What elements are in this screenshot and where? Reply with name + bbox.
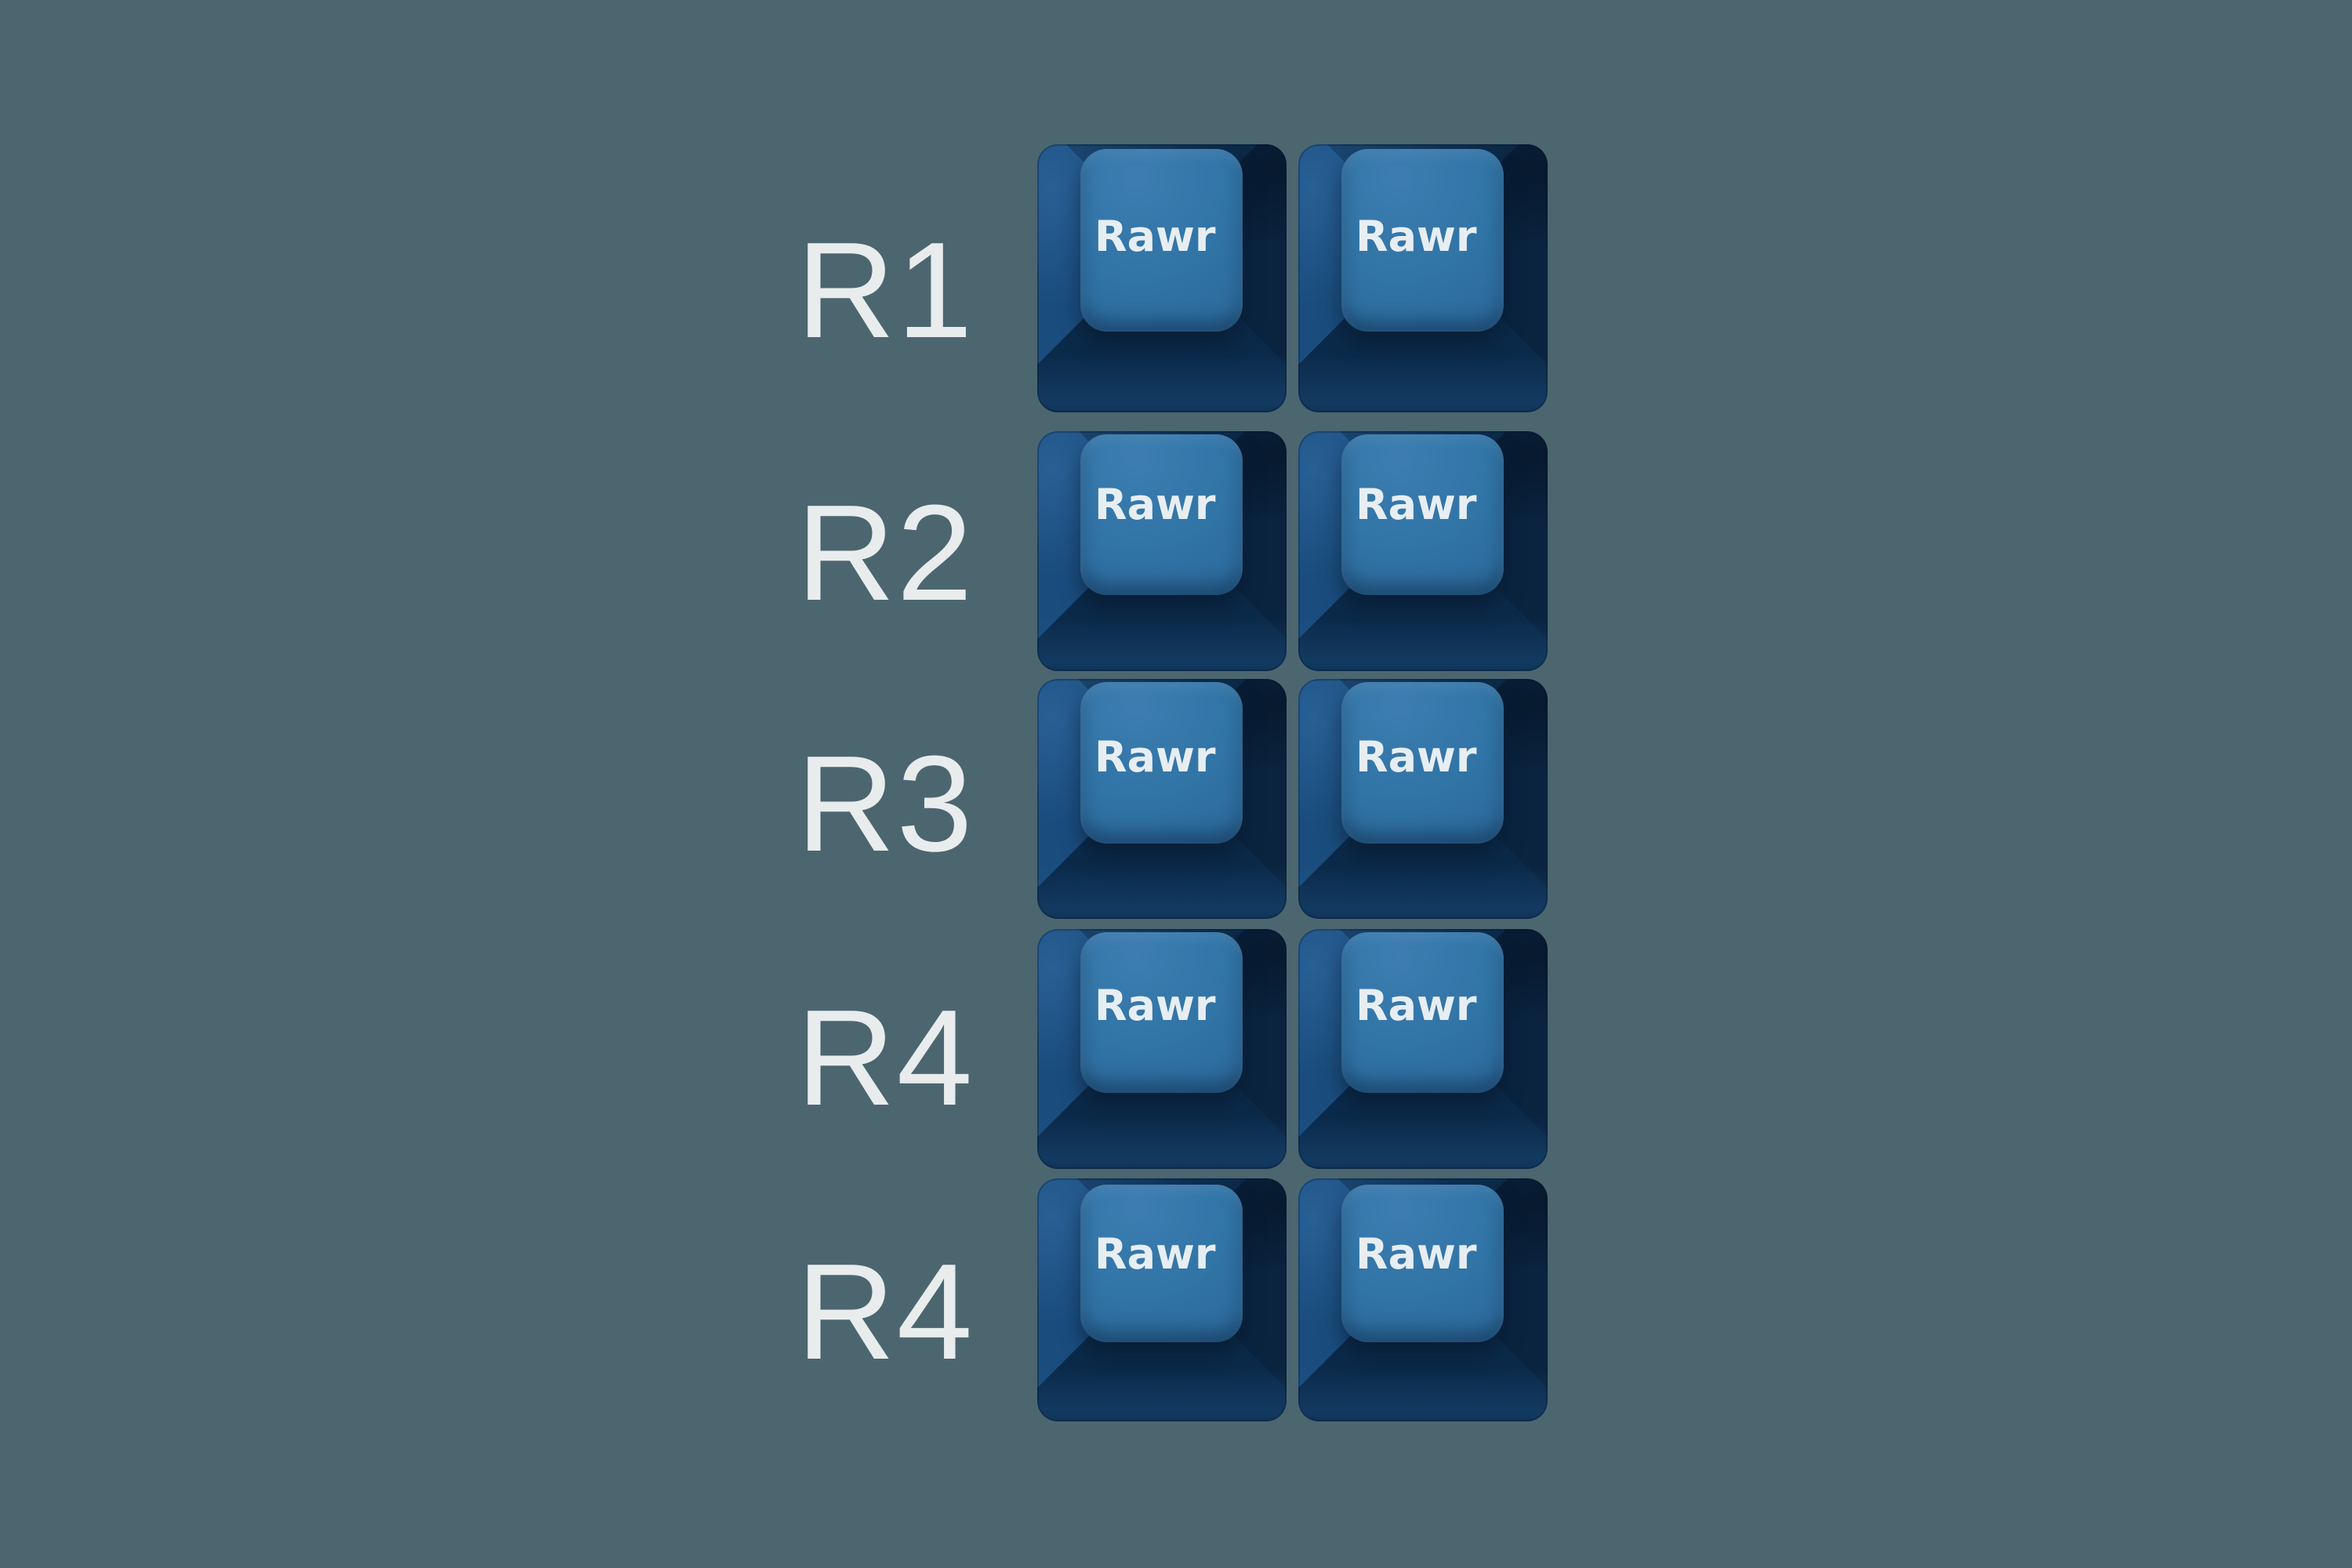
row-label: R4: [797, 1234, 975, 1388]
keycap-legend: Rawr: [1356, 981, 1477, 1030]
keycap-legend: Rawr: [1094, 981, 1216, 1030]
keycap-legend: Rawr: [1356, 732, 1477, 782]
keycap-top-face: Rawr: [1080, 149, 1243, 332]
keycap: Rawr: [1298, 1178, 1548, 1421]
keycap-top-face: Rawr: [1080, 434, 1243, 595]
row-label: R2: [797, 475, 975, 629]
keycap-top-face: Rawr: [1341, 1185, 1504, 1342]
keycap: Rawr: [1037, 144, 1287, 412]
row-label: R3: [797, 726, 975, 880]
keycap-legend: Rawr: [1356, 1229, 1477, 1279]
keycap-legend: Rawr: [1356, 480, 1477, 529]
keycap-top-face: Rawr: [1080, 932, 1243, 1093]
keycap-top-face: Rawr: [1341, 682, 1504, 844]
keycap-legend: Rawr: [1094, 732, 1216, 782]
keycap-legend: Rawr: [1356, 212, 1477, 261]
keycap: Rawr: [1298, 144, 1548, 412]
keycap: Rawr: [1037, 431, 1287, 671]
keycap-legend: Rawr: [1094, 212, 1216, 261]
keycap: Rawr: [1037, 929, 1287, 1169]
keycap-top-face: Rawr: [1341, 149, 1504, 332]
keycap: Rawr: [1037, 1178, 1287, 1421]
keycap-legend: Rawr: [1094, 480, 1216, 529]
keycap-top-face: Rawr: [1080, 682, 1243, 844]
keycap: Rawr: [1298, 929, 1548, 1169]
keycap: Rawr: [1298, 679, 1548, 919]
keycap-top-face: Rawr: [1080, 1185, 1243, 1342]
keycap-legend: Rawr: [1094, 1229, 1216, 1279]
keycap-top-face: Rawr: [1341, 434, 1504, 595]
keycap: Rawr: [1037, 679, 1287, 919]
keycap: Rawr: [1298, 431, 1548, 671]
row-label: R1: [797, 212, 975, 366]
keycap-top-face: Rawr: [1341, 932, 1504, 1093]
row-label: R4: [797, 980, 975, 1134]
